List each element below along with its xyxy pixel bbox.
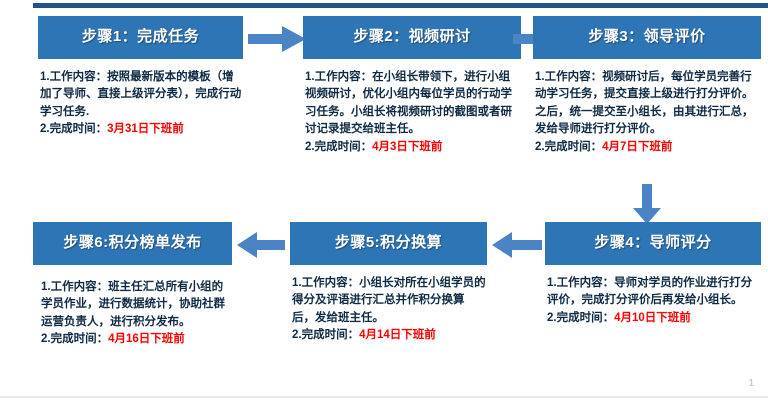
step-5-deadline-value: 4月14日下班前 — [359, 329, 436, 342]
step-2-deadline-line: 2.完成时间：4月3日下班前 — [305, 139, 521, 156]
step-4-deadline-value: 4月10日下班前 — [614, 311, 691, 324]
step-6-content-line: 1.工作内容：班主任汇总所有小组的学员作业，进行数据统计，协助社群运营负责人，进… — [41, 279, 232, 331]
step-4-header-banner: 步骤4：导师评分 — [545, 222, 761, 265]
step-1-body: 1.工作内容：按照最新版本的模板（增加了导师、直接上级评分表），完成行动学习任务… — [38, 59, 243, 139]
step-6-header-banner: 步骤6:积分榜单发布 — [33, 222, 232, 265]
step-1-deadline-label: 2.完成时间： — [40, 123, 108, 136]
step-3-title: 步骤3：领导评价 — [588, 28, 706, 46]
step-3-body: 1.工作内容：视频研讨后，每位学员完善行动学习任务，提交直接上级进行打分评价。之… — [533, 59, 761, 156]
step-2-content-line: 1.工作内容：在小组长带领下，进行小组视频研讨，优化小组内每位学员的行动学习任务… — [305, 69, 521, 139]
step-3-deadline-line: 2.完成时间：4月7日下班前 — [535, 139, 761, 156]
step-6-deadline-value: 4月16日下班前 — [108, 333, 185, 346]
step-4-content-label: 1.工作内容： — [547, 277, 615, 289]
step-2-content-text: 在小组长带领下，进行小组视频研讨，优化小组内每位学员的行动学习任务。小组长将视频… — [305, 71, 512, 136]
step-1-title: 步骤1：完成任务 — [81, 28, 200, 46]
step-3-header-banner: 步骤3：领导评价 — [533, 16, 761, 59]
step-card-5[interactable]: 步骤5:积分换算 1.工作内容：小组长对所在小组学员的得分及评语进行汇总并作积分… — [290, 222, 487, 345]
step-3-content-text: 视频研讨后，每位学员完善行动学习任务，提交直接上级进行打分评价。之后，统一提交至… — [535, 71, 754, 136]
step-6-deadline-label: 2.完成时间： — [41, 333, 109, 346]
top-accent-rule — [33, 3, 768, 8]
connector-1-2-arrow-right-icon — [248, 26, 306, 52]
step-card-3[interactable]: 步骤3：领导评价 1.工作内容：视频研讨后，每位学员完善行动学习任务，提交直接上… — [533, 16, 761, 156]
step-2-title: 步骤2：视频研讨 — [353, 28, 471, 46]
step-2-deadline-value: 4月3日下班前 — [372, 140, 443, 153]
step-5-title: 步骤5:积分换算 — [334, 234, 443, 252]
step-5-body: 1.工作内容：小组长对所在小组学员的得分及评语进行汇总并作积分换算后，发给班主任… — [290, 265, 487, 345]
step-5-content-label: 1.工作内容： — [292, 277, 360, 289]
step-1-content-label: 1.工作内容： — [40, 71, 108, 83]
step-4-body: 1.工作内容：导师对学员的作业进行打分评价，完成打分评价后再发给小组长。 2.完… — [545, 265, 761, 327]
step-2-content-label: 1.工作内容： — [305, 71, 373, 83]
step-2-body: 1.工作内容：在小组长带领下，进行小组视频研讨，优化小组内每位学员的行动学习任务… — [303, 59, 521, 156]
step-5-content-line: 1.工作内容：小组长对所在小组学员的得分及评语进行汇总并作积分换算后，发给班主任… — [292, 275, 487, 327]
step-5-content-text: 小组长对所在小组学员的得分及评语进行汇总并作积分换算后，发给班主任。 — [292, 277, 486, 324]
step-3-content-label: 1.工作内容： — [535, 71, 603, 83]
step-6-body: 1.工作内容：班主任汇总所有小组的学员作业，进行数据统计，协助社群运营负责人，进… — [33, 265, 232, 349]
step-card-2[interactable]: 步骤2：视频研讨 1.工作内容：在小组长带领下，进行小组视频研讨，优化小组内每位… — [303, 16, 521, 156]
step-6-content-label: 1.工作内容： — [41, 281, 109, 293]
step-3-content-line: 1.工作内容：视频研讨后，每位学员完善行动学习任务，提交直接上级进行打分评价。之… — [535, 69, 761, 139]
step-2-deadline-label: 2.完成时间： — [305, 140, 373, 153]
step-4-content-text: 导师对学员的作业进行打分评价，完成打分评价后再发给小组长。 — [547, 277, 753, 307]
bottom-divider — [0, 396, 768, 398]
step-1-content-text: 按照最新版本的模板（增加了导师、直接上级评分表），完成行动学习任务. — [40, 71, 242, 118]
step-4-content-line: 1.工作内容：导师对学员的作业进行打分评价，完成打分评价后再发给小组长。 — [547, 275, 761, 310]
step-1-deadline-value: 3月31日下班前 — [107, 123, 184, 136]
connector-5-6-arrow-left-icon — [237, 232, 285, 258]
step-6-content-text: 班主任汇总所有小组的学员作业，进行数据统计，协助社群运营负责人，进行积分发布。 — [41, 281, 225, 328]
connector-4-5-arrow-left-icon — [492, 232, 542, 258]
step-1-deadline-line: 2.完成时间：3月31日下班前 — [40, 121, 243, 138]
step-6-title: 步骤6:积分榜单发布 — [63, 234, 202, 252]
step-card-4[interactable]: 步骤4：导师评分 1.工作内容：导师对学员的作业进行打分评价，完成打分评价后再发… — [545, 222, 761, 327]
step-5-deadline-label: 2.完成时间： — [292, 329, 360, 342]
step-5-deadline-line: 2.完成时间：4月14日下班前 — [292, 327, 487, 344]
step-4-deadline-label: 2.完成时间： — [547, 311, 615, 324]
step-1-content-line: 1.工作内容：按照最新版本的模板（增加了导师、直接上级评分表），完成行动学习任务… — [40, 69, 243, 121]
step-3-deadline-label: 2.完成时间： — [535, 140, 603, 153]
page-number: 1 — [748, 378, 754, 389]
step-3-deadline-value: 4月7日下班前 — [602, 140, 673, 153]
step-4-deadline-line: 2.完成时间：4月10日下班前 — [547, 310, 761, 327]
step-card-6[interactable]: 步骤6:积分榜单发布 1.工作内容：班主任汇总所有小组的学员作业，进行数据统计，… — [33, 222, 232, 349]
step-card-1[interactable]: 步骤1：完成任务 1.工作内容：按照最新版本的模板（增加了导师、直接上级评分表）… — [38, 16, 243, 139]
step-2-header-banner: 步骤2：视频研讨 — [303, 16, 521, 59]
step-5-header-banner: 步骤5:积分换算 — [290, 222, 487, 265]
step-4-title: 步骤4：导师评分 — [594, 234, 712, 252]
step-6-deadline-line: 2.完成时间：4月16日下班前 — [41, 331, 232, 348]
connector-3-4-arrow-down-icon — [633, 184, 661, 224]
step-1-header-banner: 步骤1：完成任务 — [38, 16, 243, 59]
